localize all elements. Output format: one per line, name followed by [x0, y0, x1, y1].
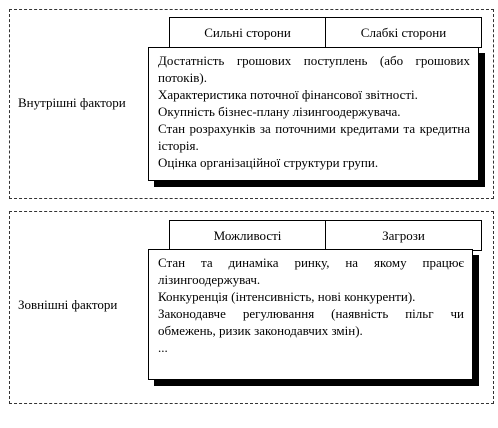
opportunities-threats-header: Можливості Загрози: [169, 220, 482, 251]
internal-item: Достатність грошових поступлень (або гро…: [158, 53, 470, 85]
internal-item: Характеристика поточної фінансової звітн…: [158, 87, 418, 102]
internal-item: Оцінка організаційної структури групи.: [158, 155, 379, 170]
external-factors-section: [9, 211, 494, 404]
weaknesses-header: Слабкі сторони: [325, 18, 481, 47]
external-item: Конкуренція (інтенсивність, нові конкуре…: [158, 289, 416, 304]
external-item: Законодавче регулювання (наявність пільг…: [158, 306, 464, 338]
external-factors-label: Зовнішні фактори: [18, 297, 118, 312]
threats-header: Загрози: [325, 221, 481, 250]
external-item: Стан та динаміка ринку, на якому працює …: [158, 255, 464, 287]
internal-factors-section: [9, 9, 494, 199]
external-factors-box: Стан та динаміка ринку, на якому працює …: [148, 249, 473, 380]
internal-item: Стан розрахунків за поточними кредитами …: [158, 121, 470, 153]
external-item: ...: [158, 340, 168, 355]
internal-item: Окупність бізнес-плану лізингоодержувача…: [158, 104, 401, 119]
strengths-header: Сильні сторони: [204, 24, 291, 40]
opportunities-header: Можливості: [213, 227, 282, 243]
internal-factors-box: Достатність грошових поступлень (або гро…: [148, 47, 479, 181]
internal-factors-label: Внутрішні фактори: [18, 95, 126, 110]
strengths-weaknesses-header: Сильні сторони Слабкі сторони: [169, 17, 482, 48]
